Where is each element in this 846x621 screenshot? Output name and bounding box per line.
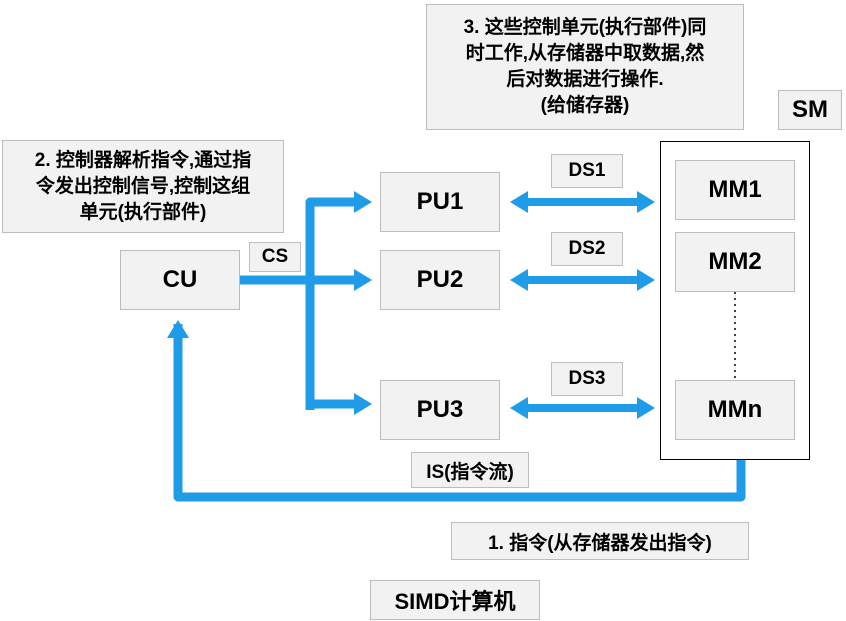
memory-module-n: MMn <box>675 380 795 440</box>
note-step-3-line-3: 后对数据进行操作. <box>506 69 664 90</box>
instruction-stream-arrow <box>173 324 746 502</box>
note-step-1: 1. 指令(从存储器发出指令) <box>451 522 749 560</box>
data-stream-arrowhead-2-right <box>637 269 655 291</box>
memory-module-1: MM1 <box>675 160 795 220</box>
processing-unit-1: PU1 <box>380 172 500 232</box>
instruction-stream-arrowhead <box>167 320 189 338</box>
control-signal-arrowhead-pu3 <box>354 393 372 415</box>
control-signal-arrowhead-pu2 <box>354 269 372 291</box>
control-signal-arrowhead-pu1 <box>354 191 372 213</box>
note-step-2-line-2: 令发出控制信号,控制这组 <box>35 175 251 197</box>
note-step-3-line-4: (给储存器) <box>540 95 630 116</box>
data-stream-arrowhead-1-right <box>637 191 655 213</box>
data-stream-label-2: DS2 <box>551 232 623 266</box>
note-step-3: 3. 这些控制单元(执行部件)同 时工作,从存储器中取数据,然 后对数据进行操作… <box>426 4 744 130</box>
data-stream-label-3: DS3 <box>551 362 623 396</box>
memory-module-2: MM2 <box>675 232 795 292</box>
note-step-2-line-3: 单元(执行部件) <box>79 201 207 223</box>
diagram-caption: SIMD计算机 <box>370 580 540 620</box>
shared-memory-label: SM <box>778 90 842 130</box>
control-signal-arrow-pu1 <box>305 197 357 410</box>
data-stream-label-1: DS1 <box>551 154 623 188</box>
note-step-2: 2. 控制器解析指令,通过指 令发出控制信号,控制这组 单元(执行部件) <box>2 140 284 233</box>
control-signal-label: CS <box>249 242 301 272</box>
processing-unit-3: PU3 <box>380 380 500 440</box>
note-step-3-line-2: 时工作,从存储器中取数据,然 <box>465 43 705 64</box>
note-step-2-line-1: 2. 控制器解析指令,通过指 <box>34 149 252 171</box>
data-stream-arrowhead-2-left <box>510 269 528 291</box>
data-stream-arrowhead-1-left <box>510 191 528 213</box>
data-stream-arrowhead-3-left <box>510 397 528 419</box>
control-unit: CU <box>120 250 240 310</box>
data-stream-arrowhead-3-right <box>637 397 655 419</box>
note-step-3-line-1: 3. 这些控制单元(执行部件)同 <box>463 17 707 38</box>
processing-unit-2: PU2 <box>380 250 500 310</box>
instruction-stream-label: IS(指令流) <box>411 452 529 488</box>
